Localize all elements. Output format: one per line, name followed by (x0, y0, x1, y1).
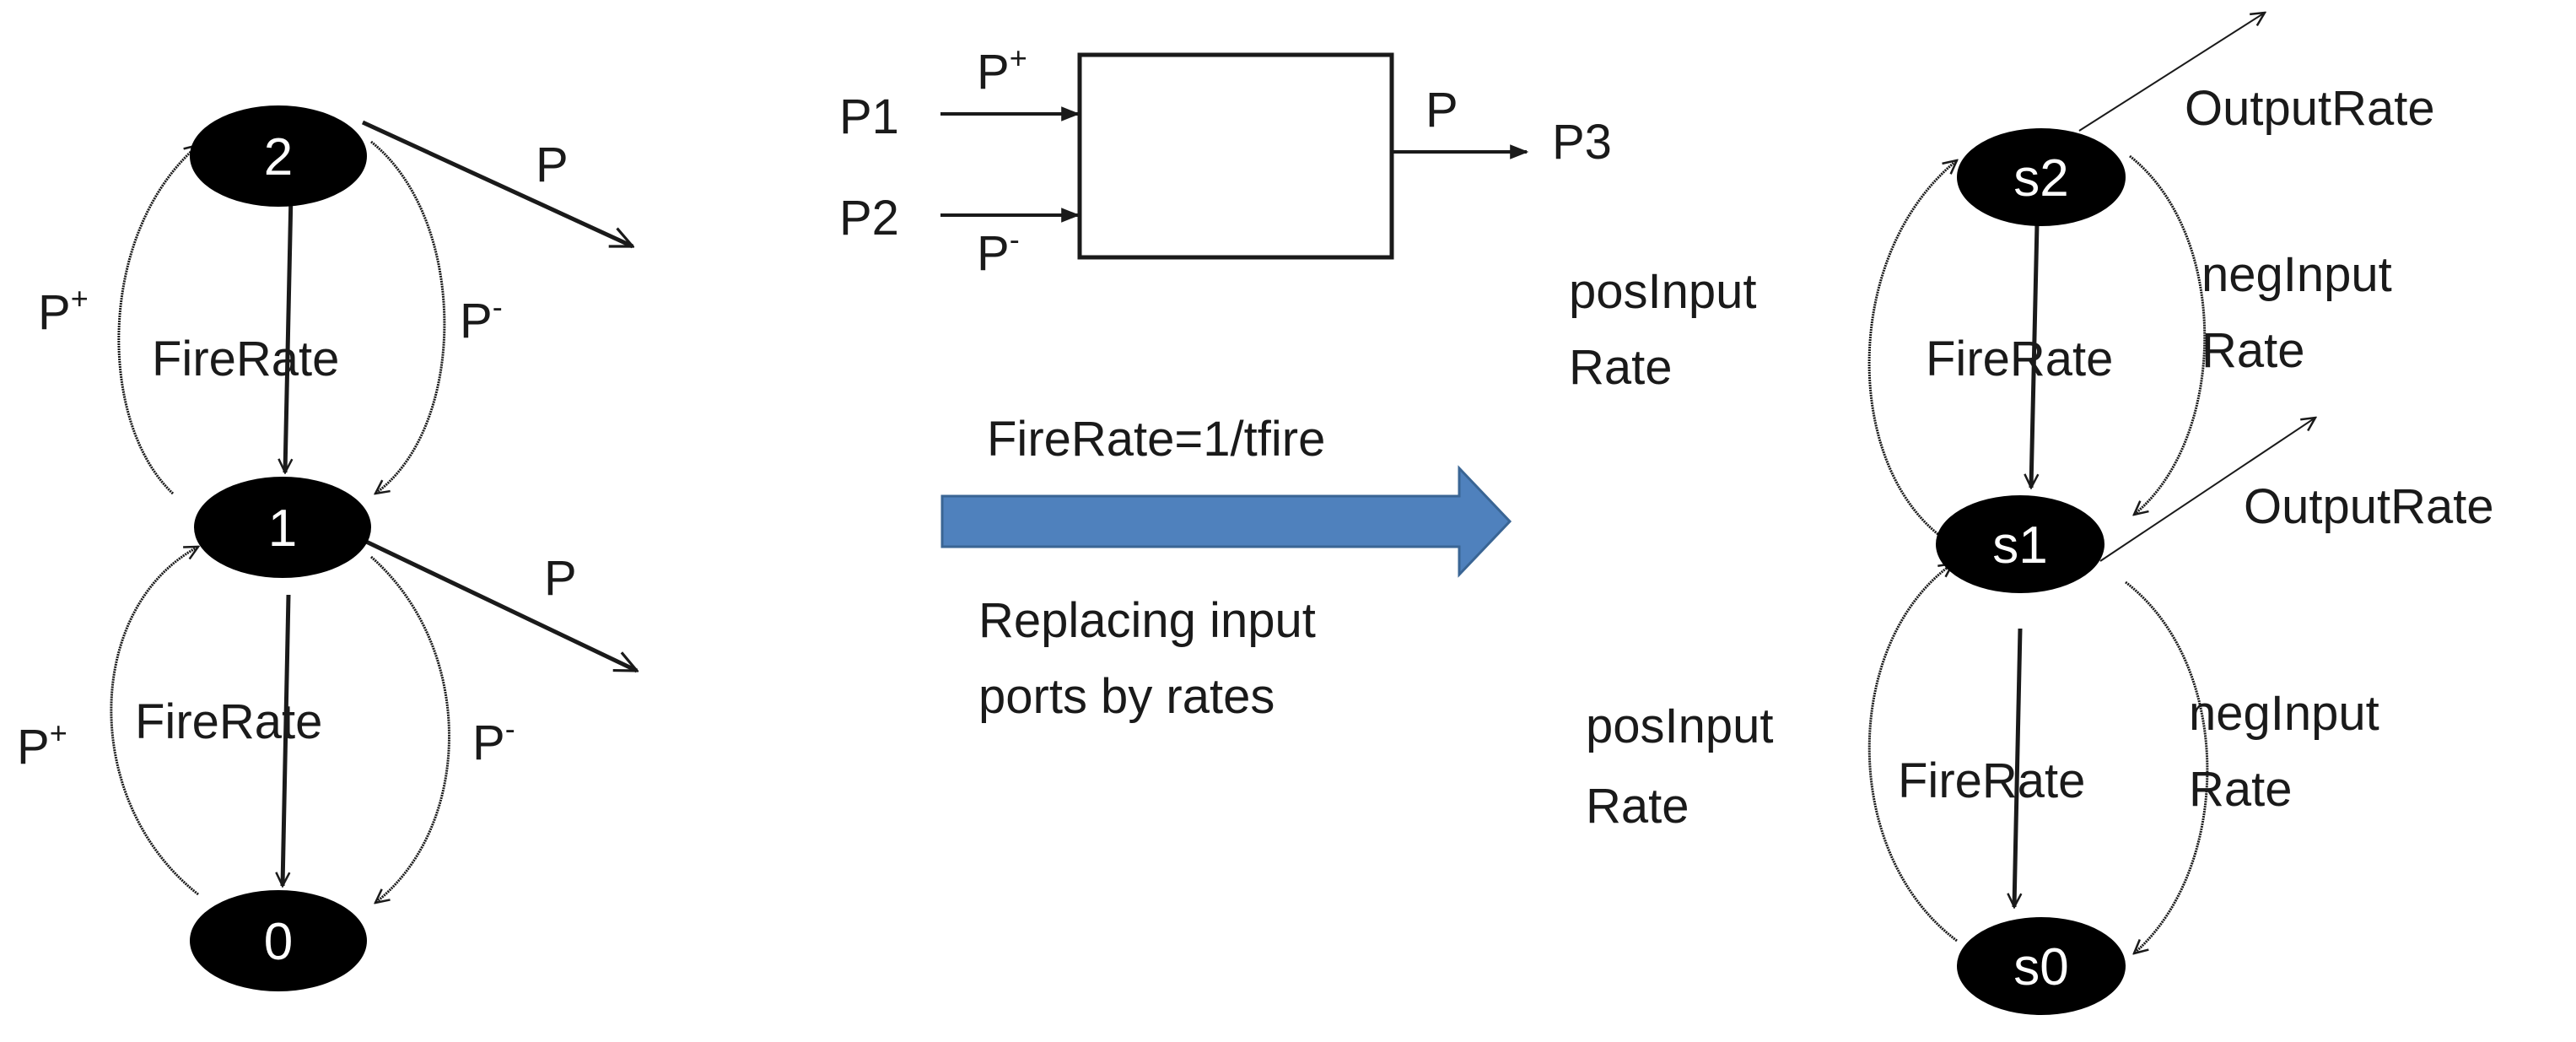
left-pos-label-upper: P+ (38, 281, 89, 340)
right-pos-edge-s1-s2 (1867, 160, 1957, 537)
block-input-1-port: P+ (977, 40, 1027, 100)
right-neg-label-lower-line2: Rate (2189, 762, 2293, 817)
right-pos-label-upper-line1: posInput (1569, 264, 1757, 319)
left-pos-edge-0-1 (110, 545, 198, 896)
right-fire-edge-s1-s0 (2014, 628, 2023, 907)
right-state-s1: s1 (1936, 495, 2104, 593)
left-chain: 2 1 0 P+ P- FireRate P P+ P- FireRate P (17, 105, 637, 991)
left-neg-label-upper: P- (460, 289, 503, 348)
left-fire-edge-1-0 (283, 594, 291, 886)
left-output-edge-2 (361, 120, 633, 249)
block-input-1-label: P1 (839, 89, 899, 144)
right-output-edge-s1 (2099, 418, 2315, 562)
left-state-0-label: 0 (264, 913, 293, 971)
right-state-s0-label: s0 (2013, 938, 2068, 996)
left-output-label-lower: P (544, 551, 577, 606)
right-fire-edge-s2-s1 (2031, 223, 2040, 488)
left-output-label-upper: P (536, 138, 569, 192)
left-neg-edge-2-1 (370, 140, 446, 494)
transform-caption-line-1: Replacing input (978, 593, 1316, 648)
right-output-edge-s2 (2078, 13, 2265, 132)
right-fire-label-upper: FireRate (1926, 332, 2113, 386)
right-pos-edge-s0-s1 (1867, 564, 1958, 942)
left-neg-label-lower: P- (472, 711, 515, 770)
right-fire-label-lower: FireRate (1898, 753, 2085, 808)
block-input-2-port: P- (977, 222, 1020, 281)
right-neg-label-upper-line1: negInput (2201, 247, 2392, 302)
left-fire-label-lower: FireRate (135, 694, 322, 749)
right-neg-label-upper-line2: Rate (2201, 323, 2305, 378)
right-state-s1-label: s1 (1992, 516, 2047, 575)
left-state-2-label: 2 (264, 128, 293, 186)
block-box (1077, 52, 1394, 260)
left-state-0: 0 (190, 890, 367, 991)
right-state-s2: s2 (1957, 128, 2126, 226)
transform-caption-line-2: ports by rates (978, 669, 1275, 724)
left-pos-edge-1-2 (117, 145, 198, 495)
right-neg-edge-s2-s1 (2129, 154, 2207, 515)
right-output-label-upper: OutputRate (2185, 81, 2435, 136)
right-pos-label-lower-line2: Rate (1586, 779, 1689, 834)
left-state-1-label: 1 (268, 499, 297, 558)
port-block-diagram: P1 P2 P3 P+ P- P (839, 40, 1612, 281)
left-output-edge-1 (361, 537, 637, 673)
right-neg-edge-s1-s0 (2125, 580, 2209, 953)
left-pos-label-lower: P+ (17, 715, 67, 775)
transform-arrow (940, 465, 1512, 578)
right-state-s2-label: s2 (2013, 149, 2068, 208)
transform-section: FireRate=1/tfire Replacing input ports b… (940, 412, 1512, 724)
left-state-1: 1 (194, 477, 371, 578)
right-output-label-lower: OutputRate (2244, 479, 2494, 534)
left-neg-edge-1-0 (370, 555, 450, 903)
right-pos-label-lower-line1: posInput (1586, 699, 1774, 753)
left-state-2: 2 (190, 105, 367, 207)
right-neg-label-lower-line1: negInput (2189, 686, 2379, 741)
left-fire-edge-2-1 (285, 193, 294, 472)
right-chain: s2 s1 s0 OutputRate OutputRate posInput … (1569, 13, 2494, 1015)
block-output-label: P3 (1552, 115, 1612, 170)
fire-rate-formula: FireRate=1/tfire (987, 412, 1325, 467)
block-output-port: P (1425, 83, 1458, 138)
block-input-2-label: P2 (839, 191, 899, 246)
left-fire-label-upper: FireRate (152, 332, 339, 386)
right-pos-label-upper-line2: Rate (1569, 340, 1673, 395)
right-state-s0: s0 (1957, 917, 2126, 1015)
